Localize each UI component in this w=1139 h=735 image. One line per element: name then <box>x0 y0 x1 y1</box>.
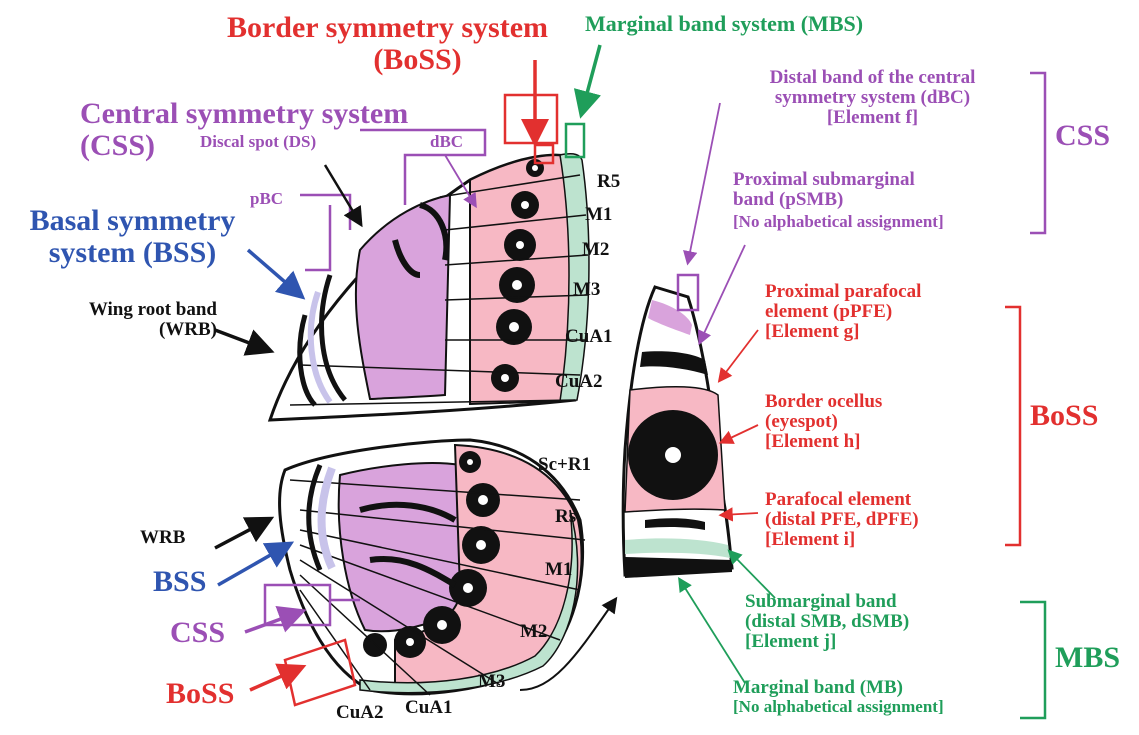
boss-title: Border symmetry system (BoSS) <box>205 12 570 75</box>
group-boss: BoSS <box>1030 400 1098 432</box>
mbs-top-title: Marginal band system (MBS) <box>585 12 863 35</box>
group-css: CSS <box>1055 120 1110 152</box>
vein-label-hw-m2: M2 <box>520 622 547 642</box>
smb-description: Submarginal band (distal SMB, dSMB) [Ele… <box>745 592 909 652</box>
vein-label-fw-m2: M2 <box>582 240 609 260</box>
psmb-description: Proximal submarginal band (pSMB) [No alp… <box>733 170 944 231</box>
vein-label-hw-m1: M1 <box>545 560 572 580</box>
discal-spot-label: Discal spot (DS) <box>200 133 316 151</box>
vein-label-fw-m3: M3 <box>573 280 600 300</box>
vein-label-hw-cua2: CuA2 <box>336 703 384 723</box>
css-title: Central symmetry system (CSS) <box>80 98 408 161</box>
mb-description: Marginal band (MB) [No alphabetical assi… <box>733 678 944 716</box>
vein-label-hw-scr1: Sc+R1 <box>538 455 591 475</box>
vein-label-fw-m1: M1 <box>585 205 612 225</box>
css-short-label: CSS <box>170 617 225 649</box>
bss-title: Basal symmetry system (BSS) <box>10 205 255 268</box>
vein-label-hw-m3: M3 <box>478 672 505 692</box>
bss-short-label: BSS <box>153 566 206 598</box>
forewing <box>270 154 589 420</box>
vein-label-hw-rs: Rs <box>555 507 576 527</box>
dbc-label: dBC <box>430 133 463 151</box>
wrb-label: Wing root band (WRB) <box>22 300 217 340</box>
ocellus-description: Border ocellus (eyespot) [Element h] <box>765 392 882 452</box>
boss-short-label: BoSS <box>166 678 234 710</box>
vein-label-hw-cua1: CuA1 <box>405 698 453 718</box>
vein-label-fw-r5: R5 <box>597 172 620 192</box>
enlarged-wing-cell <box>623 287 732 578</box>
dbc-description: Distal band of the central symmetry syst… <box>720 68 1025 128</box>
vein-label-fw-cua1: CuA1 <box>565 327 613 347</box>
wrb-short-label: WRB <box>140 528 185 548</box>
dpfe-description: Parafocal element (distal PFE, dPFE) [El… <box>765 490 919 550</box>
hindwing <box>280 440 585 695</box>
vein-label-fw-cua2: CuA2 <box>555 372 603 392</box>
ppfe-description: Proximal parafocal element (pPFE) [Eleme… <box>765 282 921 342</box>
group-mbs: MBS <box>1055 642 1120 674</box>
